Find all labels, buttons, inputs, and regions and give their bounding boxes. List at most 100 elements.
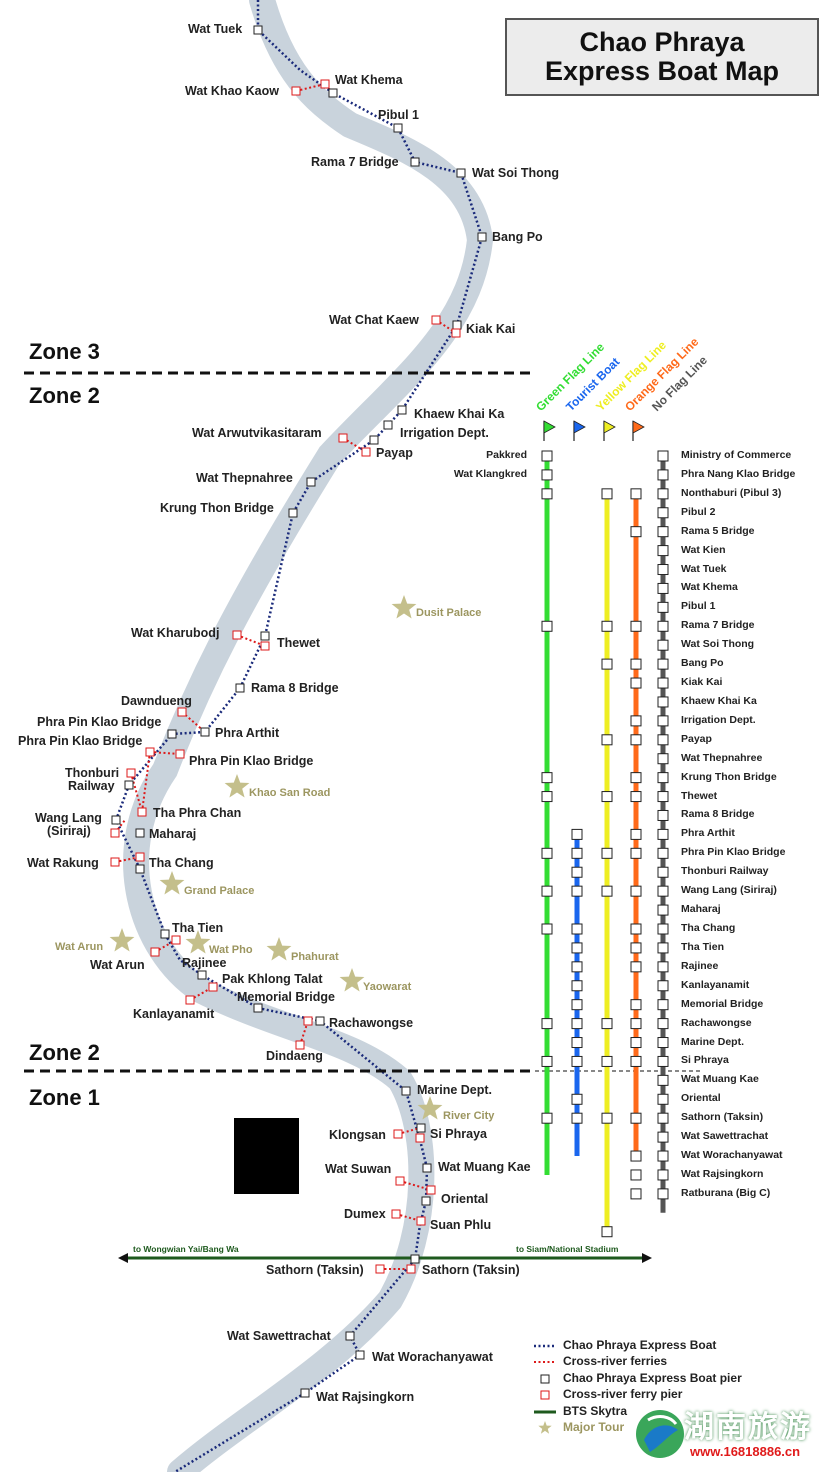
ferry-pier	[303, 1016, 313, 1026]
bts-east-direction: to Siam/National Stadium	[516, 1244, 619, 1254]
timetable-stop	[630, 1037, 642, 1049]
timetable-pier-label: Irrigation Dept.	[681, 713, 756, 726]
timetable-pier-label: Ministry of Commerce	[681, 449, 792, 461]
legend-star-icon	[538, 1421, 552, 1434]
station-label: Wat Tuek	[188, 22, 243, 36]
timetable-pier-label: Maharaj	[681, 903, 721, 916]
timetable-stop	[571, 885, 583, 897]
timetable-pier-label: Rama 8 Bridge	[681, 808, 755, 821]
ferry-pier	[171, 935, 181, 945]
timetable-stop	[601, 734, 613, 746]
ferry-pier	[110, 828, 120, 838]
timetable-stop	[657, 923, 669, 935]
landmark-star-icon	[266, 937, 292, 961]
ferry-pier	[175, 749, 185, 759]
ferry-pier	[150, 947, 160, 957]
timetable-stop	[571, 1018, 583, 1030]
timetable-pier-label: Krung Thon Bridge	[681, 770, 777, 783]
timetable-stop	[657, 450, 669, 462]
station-label: Dindaeng	[266, 1049, 323, 1063]
bts-skytrain-line	[118, 1253, 652, 1263]
station-label: Phra Pin Klao Bridge	[189, 754, 314, 768]
timetable-stop	[657, 715, 669, 727]
station-label: Phra Pin Klao Bridge	[18, 734, 143, 748]
station-label: Wat Khao Kaow	[185, 84, 279, 98]
timetable-stop	[657, 1188, 669, 1200]
timetable-stop	[571, 1037, 583, 1049]
timetable-stop	[630, 658, 642, 670]
station-label: Oriental	[441, 1192, 489, 1206]
timetable-pier-label: Thonburi Railway	[681, 865, 769, 878]
timetable-stop	[571, 999, 583, 1011]
ferry-pier	[185, 995, 195, 1005]
station-label: Pibul 1	[378, 108, 419, 122]
station-label: Krung Thon Bridge	[160, 501, 274, 515]
flag-icon	[632, 420, 645, 434]
timetable-stop	[630, 1150, 642, 1162]
boat-pier	[135, 828, 145, 838]
timetable-pier-label: Rajinee	[681, 959, 719, 972]
timetable-stop	[657, 1074, 669, 1086]
timetable-pier-label: Tha Chang	[681, 922, 736, 934]
timetable-stop	[630, 526, 642, 538]
station-label: Suan Phlu	[430, 1218, 492, 1232]
timetable-stop	[657, 885, 669, 897]
bts-west-direction: to Wongwian Yai/Bang Wa	[133, 1244, 239, 1254]
station-label: Dawndueng	[121, 694, 192, 708]
timetable-stop	[601, 1055, 613, 1067]
station-label: Rachawongse	[329, 1016, 414, 1030]
timetable-stop	[657, 961, 669, 973]
ferry-pier	[426, 1185, 436, 1195]
timetable-stop	[630, 923, 642, 935]
title-line-1: Chao Phraya	[579, 27, 745, 57]
flag-icon	[603, 420, 616, 434]
timetable-pier-label: Memorial Bridge	[681, 997, 764, 1010]
landmark-star-icon	[339, 968, 365, 992]
boat-pier	[452, 320, 462, 330]
ferry-pier	[137, 807, 147, 817]
timetable-pier-label: Si Phraya	[681, 1054, 729, 1067]
timetable-stop	[657, 1037, 669, 1049]
legend-label: Major Tour	[563, 1420, 625, 1434]
timetable-pier-label: Wat Worachanyawat	[681, 1149, 783, 1162]
boat-pier	[456, 168, 466, 178]
landmark-star-icon	[185, 930, 211, 954]
station-label: Sathorn (Taksin)	[266, 1263, 364, 1277]
timetable-stop	[630, 677, 642, 689]
station-label: Thewet	[277, 636, 321, 650]
legend-label: Chao Phraya Express Boat pier	[563, 1371, 742, 1385]
boat-pier	[422, 1163, 432, 1173]
boat-pier	[300, 1388, 310, 1398]
timetable-stop	[571, 866, 583, 878]
legend-label: Cross-river ferries	[563, 1354, 668, 1368]
station-label: Rama 7 Bridge	[311, 155, 399, 169]
timetable-stop	[601, 1112, 613, 1124]
timetable-stop	[571, 847, 583, 859]
timetable-stop	[657, 488, 669, 500]
ferry-pier	[361, 447, 371, 457]
boat-pier	[111, 815, 121, 825]
timetable-stop	[601, 620, 613, 632]
timetable-stop	[601, 1226, 613, 1238]
station-label: Payap	[376, 446, 413, 460]
boat-pier	[393, 123, 403, 133]
station-label: Tha Phra Chan	[153, 806, 242, 820]
timetable-pier-label: Ratburana (Big C)	[681, 1186, 771, 1199]
ferry-pier	[391, 1209, 401, 1219]
landmark-star-icon	[391, 595, 417, 619]
landmark-label: Dusit Palace	[416, 607, 482, 619]
station-label: Wat Rakung	[27, 856, 99, 870]
station-label: Wat Suwan	[325, 1162, 392, 1176]
station-label: Tha Tien	[172, 921, 224, 935]
station-label: Wat Khema	[335, 73, 403, 87]
timetable-stop	[657, 526, 669, 538]
timetable-stop	[601, 488, 613, 500]
timetable-stop	[571, 1112, 583, 1124]
timetable-stop	[630, 847, 642, 859]
timetable-pier-label: Thewet	[681, 789, 718, 802]
boat-pier	[416, 1123, 426, 1133]
timetable-stop	[657, 942, 669, 954]
timetable-stop	[657, 1169, 669, 1181]
station-label: Wat Worachanyawat	[372, 1350, 493, 1364]
